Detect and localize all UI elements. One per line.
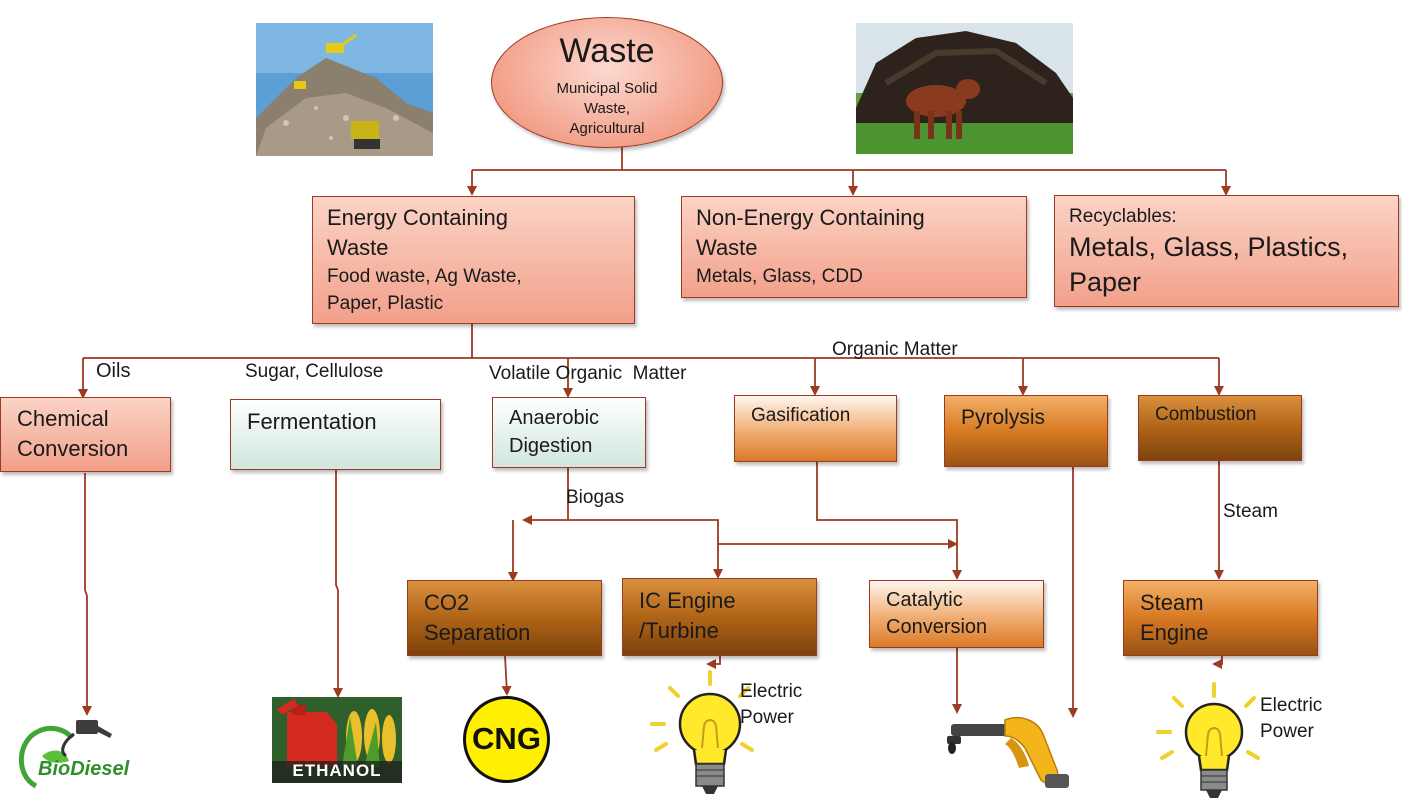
fuel-nozzle-icon <box>945 712 1075 790</box>
anaerobic-line-2: Digestion <box>509 435 593 457</box>
energy-title-line-2: Waste <box>327 235 389 260</box>
catalytic-line-1: Catalytic <box>886 589 963 611</box>
root-subtitle-line-1: Municipal Solid <box>556 80 658 97</box>
pyrolysis-node: Pyrolysis <box>944 395 1108 467</box>
fermentation-label: Fermentation <box>247 409 377 434</box>
energy-containing-waste-node: Energy Containing Waste Food waste, Ag W… <box>312 196 635 324</box>
energy-detail-line-1: Food waste, Ag Waste, <box>327 266 522 287</box>
chemical-line-2: Conversion <box>17 436 129 461</box>
cng-label: CNG <box>472 721 541 756</box>
co2-separation-node: CO2 Separation <box>407 580 602 656</box>
biodiesel-pump-icon: BioDiesel <box>14 716 156 792</box>
steam-label: Steam <box>1223 501 1278 522</box>
light-bulb-icon <box>1156 682 1268 804</box>
electric-power-2-line-1: Electric <box>1260 695 1323 716</box>
energy-detail-line-2: Paper, Plastic <box>327 293 444 314</box>
catalytic-conversion-node: Catalytic Conversion <box>869 580 1044 648</box>
co2-line-2: Separation <box>424 620 531 645</box>
ic-line-1: IC Engine <box>639 588 736 613</box>
non-energy-detail: Metals, Glass, CDD <box>696 266 863 287</box>
recyclables-detail-line-1: Metals, Glass, Plastics, <box>1069 232 1349 262</box>
organic-matter-label: Organic Matter <box>832 339 958 360</box>
electric-power-1-line-1: Electric <box>740 681 803 702</box>
ic-engine-turbine-node: IC Engine /Turbine <box>622 578 817 656</box>
combustion-node: Combustion <box>1138 395 1302 461</box>
non-energy-waste-node: Non-Energy Containing Waste Metals, Glas… <box>681 196 1027 298</box>
ic-line-2: /Turbine <box>639 618 719 643</box>
steam-engine-line-2: Engine <box>1140 620 1209 645</box>
light-bulb-icon <box>648 668 760 800</box>
non-energy-title-line-1: Non-Energy Containing <box>696 205 925 230</box>
oils-label: Oils <box>96 360 131 382</box>
electric-power-2-line-2: Power <box>1260 721 1314 742</box>
ethanol-label: ETHANOL <box>292 761 382 780</box>
biodiesel-label: BioDiesel <box>38 758 130 780</box>
root-title: Waste <box>559 32 655 70</box>
non-energy-title-line-2: Waste <box>696 235 758 260</box>
biogas-label: Biogas <box>566 487 625 508</box>
recyclables-heading: Recyclables: <box>1069 206 1177 227</box>
cow-compost-photo-icon <box>856 23 1073 154</box>
ethanol-gas-can-icon: ETHANOL <box>272 697 402 783</box>
steam-engine-node: Steam Engine <box>1123 580 1318 656</box>
catalytic-line-2: Conversion <box>886 616 988 638</box>
root-subtitle-line-2: Waste, <box>583 100 631 117</box>
chemical-conversion-node: Chemical Conversion <box>0 397 171 472</box>
root-subtitle-line-3: Agricultural <box>569 120 645 137</box>
cng-sign-icon: CNG <box>463 696 550 783</box>
anaerobic-line-1: Anaerobic <box>509 407 600 429</box>
electric-power-1-line-2: Power <box>740 707 794 728</box>
combustion-label: Combustion <box>1155 404 1257 425</box>
sugar-cellulose-label: Sugar, Cellulose <box>245 361 384 382</box>
gasification-node: Gasification <box>734 395 897 462</box>
landfill-photo-icon <box>256 23 433 156</box>
recyclables-detail-line-2: Paper <box>1069 267 1142 297</box>
steam-engine-line-1: Steam <box>1140 590 1204 615</box>
volatile-organic-matter-label: Volatile Organic Matter <box>489 363 687 384</box>
co2-line-1: CO2 <box>424 590 470 615</box>
root-waste-node: Waste Municipal Solid Waste, Agricultura… <box>491 17 723 148</box>
fermentation-node: Fermentation <box>230 399 441 470</box>
chemical-line-1: Chemical <box>17 406 109 431</box>
energy-title-line-1: Energy Containing <box>327 205 509 230</box>
pyrolysis-label: Pyrolysis <box>961 406 1046 429</box>
gasification-label: Gasification <box>751 405 851 426</box>
anaerobic-digestion-node: Anaerobic Digestion <box>492 397 646 468</box>
recyclables-node: Recyclables: Metals, Glass, Plastics, Pa… <box>1054 195 1399 307</box>
